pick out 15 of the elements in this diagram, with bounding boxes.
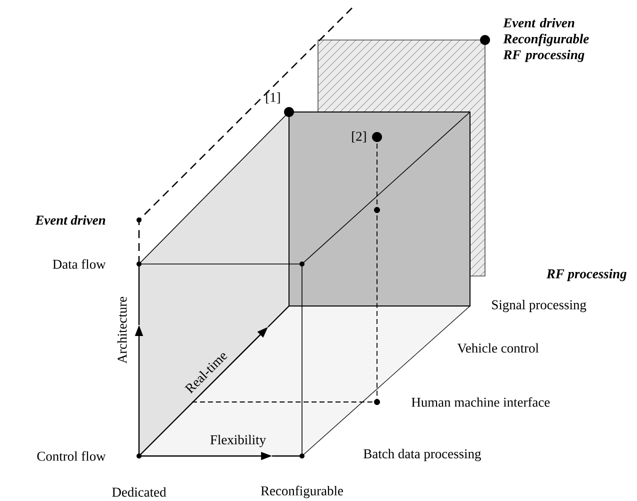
axis-value-label: Event driven (35, 215, 106, 225)
axis-value-label: Data flow (52, 259, 106, 269)
point-label: Event driven Reconfigurable RF processing (503, 18, 589, 62)
axis-label: Flexibility (210, 434, 266, 448)
axis-value-label: Control flow (37, 451, 106, 461)
axis-label: Architecture (117, 296, 127, 364)
axis-value-label: Vehicle control (457, 343, 539, 353)
point-label: [2] (352, 131, 366, 143)
axis-value-label: Signal processing (492, 300, 586, 312)
axis-value-label: Human machine interface (412, 397, 550, 407)
point-label: [1] (266, 92, 280, 104)
axis-value-label: Reconfigurable (260, 486, 343, 498)
axis-value-label: RF processing (546, 268, 626, 282)
axis-value-label: Batch data processing (364, 448, 481, 462)
axis-value-label: Dedicated (112, 487, 166, 497)
